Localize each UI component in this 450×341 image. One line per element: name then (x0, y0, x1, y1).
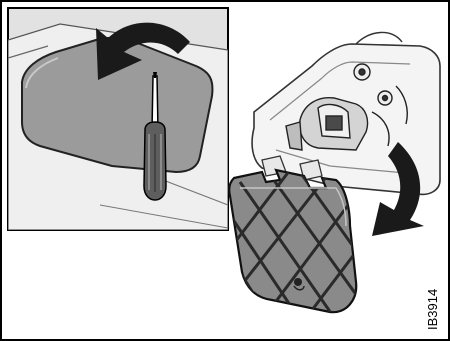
inset-detail (8, 8, 228, 230)
figure-reference-code: IB3914 (425, 289, 440, 330)
